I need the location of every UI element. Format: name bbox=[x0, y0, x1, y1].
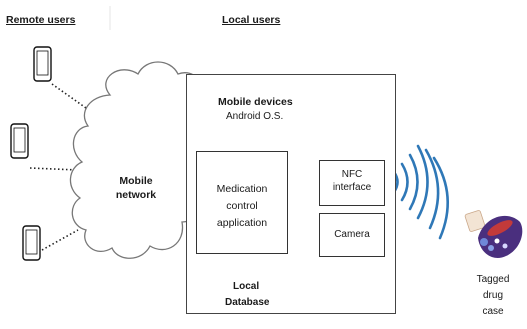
tag-label-line: Tagged bbox=[476, 274, 510, 285]
tag-label-line: case bbox=[482, 306, 504, 317]
app-label-line: application bbox=[216, 217, 268, 229]
remote-users-header: Remote users bbox=[6, 14, 76, 26]
medication-app-box bbox=[196, 151, 288, 254]
phone-icon bbox=[10, 123, 29, 159]
db-label-line: Local bbox=[233, 281, 260, 292]
nfc-interface-box bbox=[319, 160, 385, 206]
mobile-network-cloud bbox=[69, 61, 209, 259]
android-os-label: Android O.S. bbox=[226, 111, 284, 122]
nfc-waves bbox=[392, 144, 449, 240]
app-label-line: Medication bbox=[216, 183, 268, 195]
camera-box bbox=[319, 213, 385, 257]
nfc-label-line: NFC bbox=[341, 169, 363, 180]
mobile-devices-title: Mobile devices bbox=[218, 96, 293, 108]
tag-label-line: drug bbox=[482, 290, 503, 301]
dotted-links bbox=[29, 83, 87, 251]
mobile-network-label: Mobile network bbox=[106, 174, 166, 202]
local-users-header: Local users bbox=[222, 14, 281, 26]
phone-icon bbox=[22, 225, 41, 261]
cloud-label-line: Mobile bbox=[119, 175, 153, 187]
phone-icon bbox=[33, 46, 52, 82]
nfc-interface-label: NFC interface bbox=[319, 168, 385, 194]
local-database-label: Local Database bbox=[225, 279, 269, 311]
nfc-label-line: interface bbox=[332, 182, 372, 193]
medication-app-label: Medication control application bbox=[196, 181, 288, 232]
cloud-label-line: network bbox=[115, 189, 157, 201]
db-label-line: Database bbox=[225, 297, 270, 308]
drug-case-icon bbox=[464, 210, 523, 258]
app-label-line: control bbox=[226, 200, 258, 212]
tagged-drug-case-label: Tagged drug case bbox=[472, 272, 514, 320]
camera-label: Camera bbox=[334, 229, 370, 240]
